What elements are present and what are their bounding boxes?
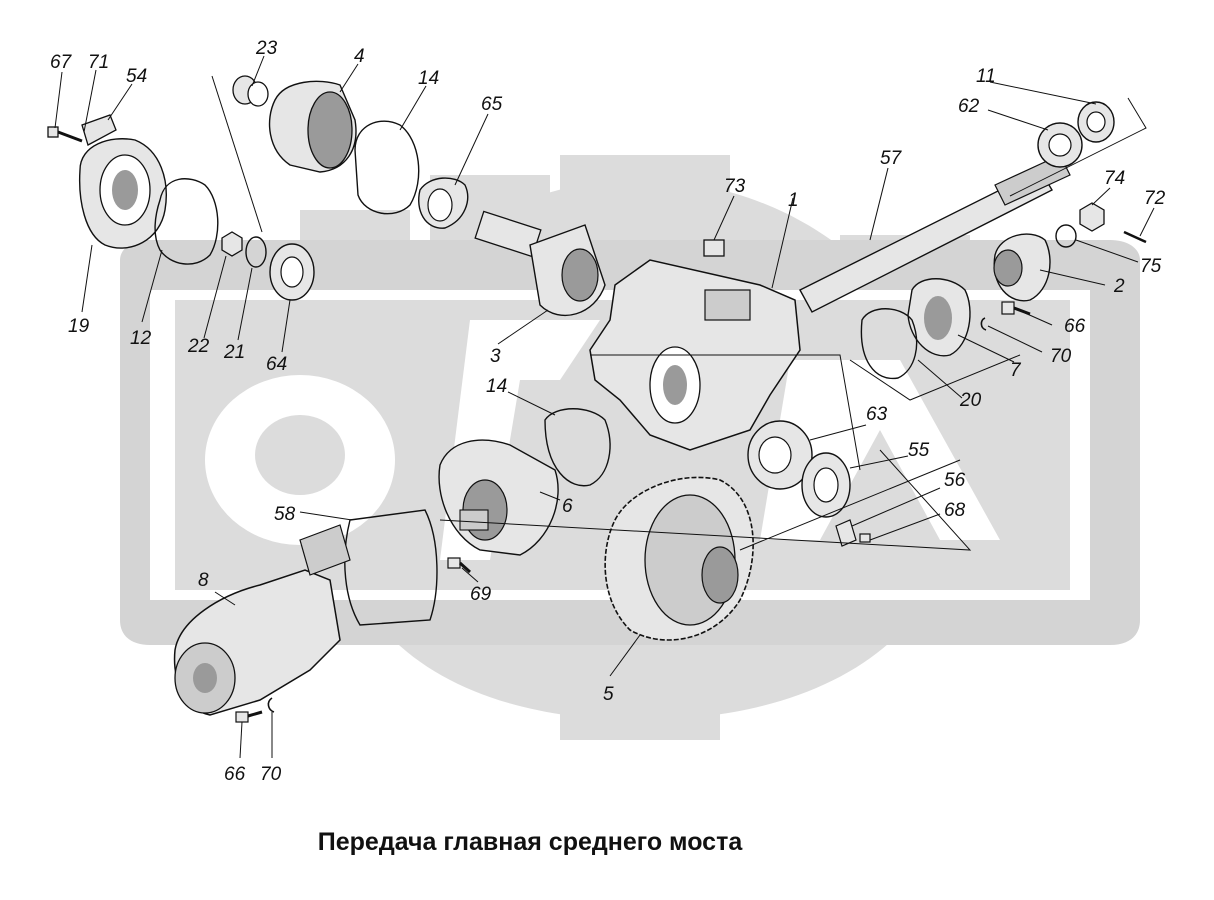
callout-2: 2 <box>1113 276 1125 297</box>
callout-6: 6 <box>562 496 573 517</box>
part-plate-54 <box>81 114 117 146</box>
part-carrier-6 <box>438 439 559 556</box>
callout-20: 20 <box>959 390 982 411</box>
leader-lines <box>54 55 1155 759</box>
part-plug-73 <box>703 239 725 257</box>
part-shaft-57 <box>799 154 1071 313</box>
part-pinion-3 <box>474 210 606 316</box>
callout-11: 11 <box>976 66 996 87</box>
part-seal-23 <box>232 75 269 107</box>
callout-7: 7 <box>1010 360 1022 381</box>
callout-12: 12 <box>130 328 152 349</box>
callout-65: 65 <box>481 94 503 115</box>
callout-14-mid: 14 <box>486 376 507 397</box>
part-lock-56 <box>835 519 857 547</box>
part-washer-21 <box>245 236 267 268</box>
callout-69: 69 <box>470 584 492 605</box>
callout-71: 71 <box>88 52 109 73</box>
callout-4: 4 <box>354 46 365 67</box>
diagram-caption: Передача главная среднего моста <box>317 828 743 856</box>
callout-3: 3 <box>490 346 501 367</box>
part-pin-72 <box>1123 230 1147 244</box>
callout-62: 62 <box>958 96 980 117</box>
callout-19: 19 <box>68 316 90 337</box>
part-bearing-64 <box>269 243 315 301</box>
callout-21: 21 <box>223 342 245 363</box>
callout-57: 57 <box>880 148 903 169</box>
part-bearing-62 <box>1037 122 1083 168</box>
part-nut-74 <box>1079 202 1105 232</box>
part-bolt-66-bottom <box>235 710 263 723</box>
callout-73: 73 <box>724 176 746 197</box>
callout-labels: 67 71 54 23 4 14 65 11 62 57 73 1 74 72 … <box>50 38 1166 785</box>
part-differential-5 <box>604 476 754 641</box>
part-gasket-14-top <box>354 120 420 215</box>
part-gasket-12 <box>154 178 219 265</box>
callout-23: 23 <box>255 38 278 59</box>
callout-54: 54 <box>126 66 147 87</box>
part-bolt-67 <box>47 126 83 143</box>
callout-64: 64 <box>266 354 287 375</box>
part-bolt-68 <box>859 533 871 543</box>
callout-72: 72 <box>1144 188 1166 209</box>
callout-55: 55 <box>908 440 930 461</box>
callout-74: 74 <box>1104 168 1125 189</box>
callout-66-bottom: 66 <box>224 764 246 785</box>
part-bolt-66-right <box>1001 301 1031 316</box>
part-gasket-20 <box>860 308 918 380</box>
part-bolt-69 <box>447 557 472 574</box>
callout-63: 63 <box>866 404 888 425</box>
part-motor-8 <box>173 524 351 716</box>
part-washer-75 <box>1055 224 1077 248</box>
callout-67: 67 <box>50 52 73 73</box>
callout-75: 75 <box>1140 256 1162 277</box>
callout-8: 8 <box>198 570 209 591</box>
part-housing-4 <box>268 80 357 173</box>
callout-1: 1 <box>788 190 799 211</box>
callout-66-right: 66 <box>1064 316 1086 337</box>
part-seal-11 <box>1077 101 1115 143</box>
callout-5: 5 <box>603 684 614 705</box>
part-flange-2 <box>993 233 1051 302</box>
callout-58: 58 <box>274 504 296 525</box>
callout-56: 56 <box>944 470 966 491</box>
part-bearing-65 <box>418 177 469 229</box>
part-nut-22 <box>221 231 243 257</box>
callout-70-bottom: 70 <box>260 764 282 785</box>
callout-70-right: 70 <box>1050 346 1072 367</box>
part-gasket-14-mid <box>544 408 611 487</box>
callout-14-top: 14 <box>418 68 439 89</box>
part-washer-70-right <box>980 317 987 331</box>
part-nut-55 <box>801 452 851 518</box>
part-cover-19 <box>78 138 167 249</box>
part-bearing-63 <box>747 420 813 490</box>
part-washer-70-bottom <box>267 697 275 713</box>
callout-68: 68 <box>944 500 966 521</box>
callout-22: 22 <box>187 336 210 357</box>
part-cover-7 <box>907 278 971 357</box>
